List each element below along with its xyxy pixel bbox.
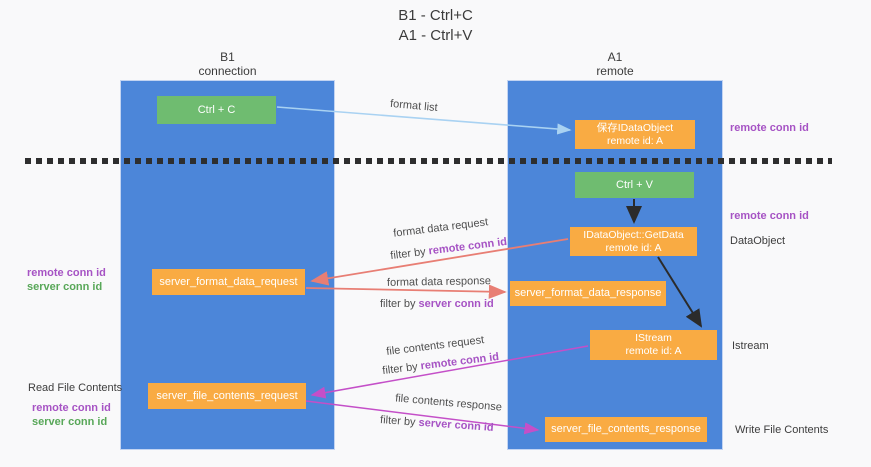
lane-left-name: B1 [220, 50, 235, 64]
node-file-request-label: server_file_contents_request [156, 389, 298, 402]
node-server-format-data-response: server_format_data_response [510, 281, 666, 306]
node-idataobject-getdata: IDataObject::GetData remote id: A [570, 227, 697, 256]
node-server-file-contents-request: server_file_contents_request [148, 383, 306, 409]
node-istream-line2: remote id: A [625, 345, 682, 357]
side-label-server-conn-id-left-2: server conn id [32, 416, 108, 428]
node-istream: IStream remote id: A [590, 330, 717, 360]
node-ctrl-v-label: Ctrl + V [616, 178, 653, 191]
lane-left-subtitle: connection [198, 64, 257, 78]
edge-label-file-contents-response: file contents response [394, 392, 503, 414]
filter-by-text: filter by [389, 245, 427, 263]
node-format-response-label: server_format_data_response [514, 287, 662, 299]
node-file-response-label: server_file_contents_response [551, 423, 701, 435]
edge-label-format-list: format list [389, 97, 439, 115]
filter-by-text: filter by [379, 414, 416, 429]
remote-conn-id-text: remote conn id [427, 235, 508, 258]
filter-by-text: filter by [381, 360, 419, 378]
server-conn-id-text: server conn id [418, 298, 494, 310]
node-ctrl-c-label: Ctrl + C [197, 103, 236, 116]
node-server-file-contents-response: server_file_contents_response [545, 417, 707, 442]
server-conn-id-text: server conn id [418, 416, 495, 434]
node-server-format-data-request: server_format_data_request [152, 269, 305, 295]
node-ctrl-v: Ctrl + V [575, 172, 694, 198]
node-getdata-line1: IDataObject::GetData [583, 228, 684, 241]
edge-label-filter-server-1: filter by server conn id [380, 298, 494, 310]
edge-label-format-data-response: format data response [386, 275, 492, 289]
side-label-read-file-contents: Read File Contents [28, 382, 123, 394]
lane-header-left: B1 connection [120, 50, 335, 78]
edge-label-filter-server-2: filter by server conn id [380, 414, 494, 434]
node-istream-line1: IStream [635, 332, 672, 344]
side-label-remote-conn-id-left-1: remote conn id [27, 267, 106, 279]
node-ctrl-c: Ctrl + C [157, 96, 276, 124]
side-label-write-file-contents: Write File Contents [735, 424, 829, 436]
side-label-remote-conn-id-mid: remote conn id [730, 210, 809, 222]
side-label-istream: Istream [732, 340, 769, 352]
lane-right-subtitle: remote [596, 64, 634, 78]
arrow-format-data-response [305, 284, 507, 299]
diagram-title: B1 - Ctrl+C A1 - Ctrl+V [0, 6, 871, 46]
node-save-dataobject-line1: 保存IDataObject [596, 121, 674, 134]
title-line-2: A1 - Ctrl+V [398, 27, 473, 44]
title-line-1: B1 - Ctrl+C [398, 7, 473, 24]
node-format-request-label: server_format_data_request [159, 275, 298, 288]
node-save-dataobject: 保存IDataObject remote id: A [575, 120, 695, 149]
node-getdata-line2: remote id: A [605, 241, 662, 254]
edge-label-format-data-request: format data request [392, 216, 489, 240]
dashed-separator-line [25, 158, 832, 164]
side-label-remote-conn-id-top: remote conn id [730, 122, 809, 134]
side-label-remote-conn-id-left-2: remote conn id [32, 402, 111, 414]
side-label-dataobject: DataObject [730, 235, 786, 247]
filter-by-text: filter by [380, 298, 416, 310]
lane-right-name: A1 [607, 50, 623, 64]
side-label-server-conn-id-left-1: server conn id [27, 281, 103, 293]
node-save-dataobject-line2: remote id: A [606, 134, 664, 147]
remote-conn-id-text: remote conn id [419, 350, 500, 373]
lane-header-right: A1 remote [507, 50, 723, 78]
edge-label-filter-remote-1: filter by remote conn id [390, 236, 508, 262]
